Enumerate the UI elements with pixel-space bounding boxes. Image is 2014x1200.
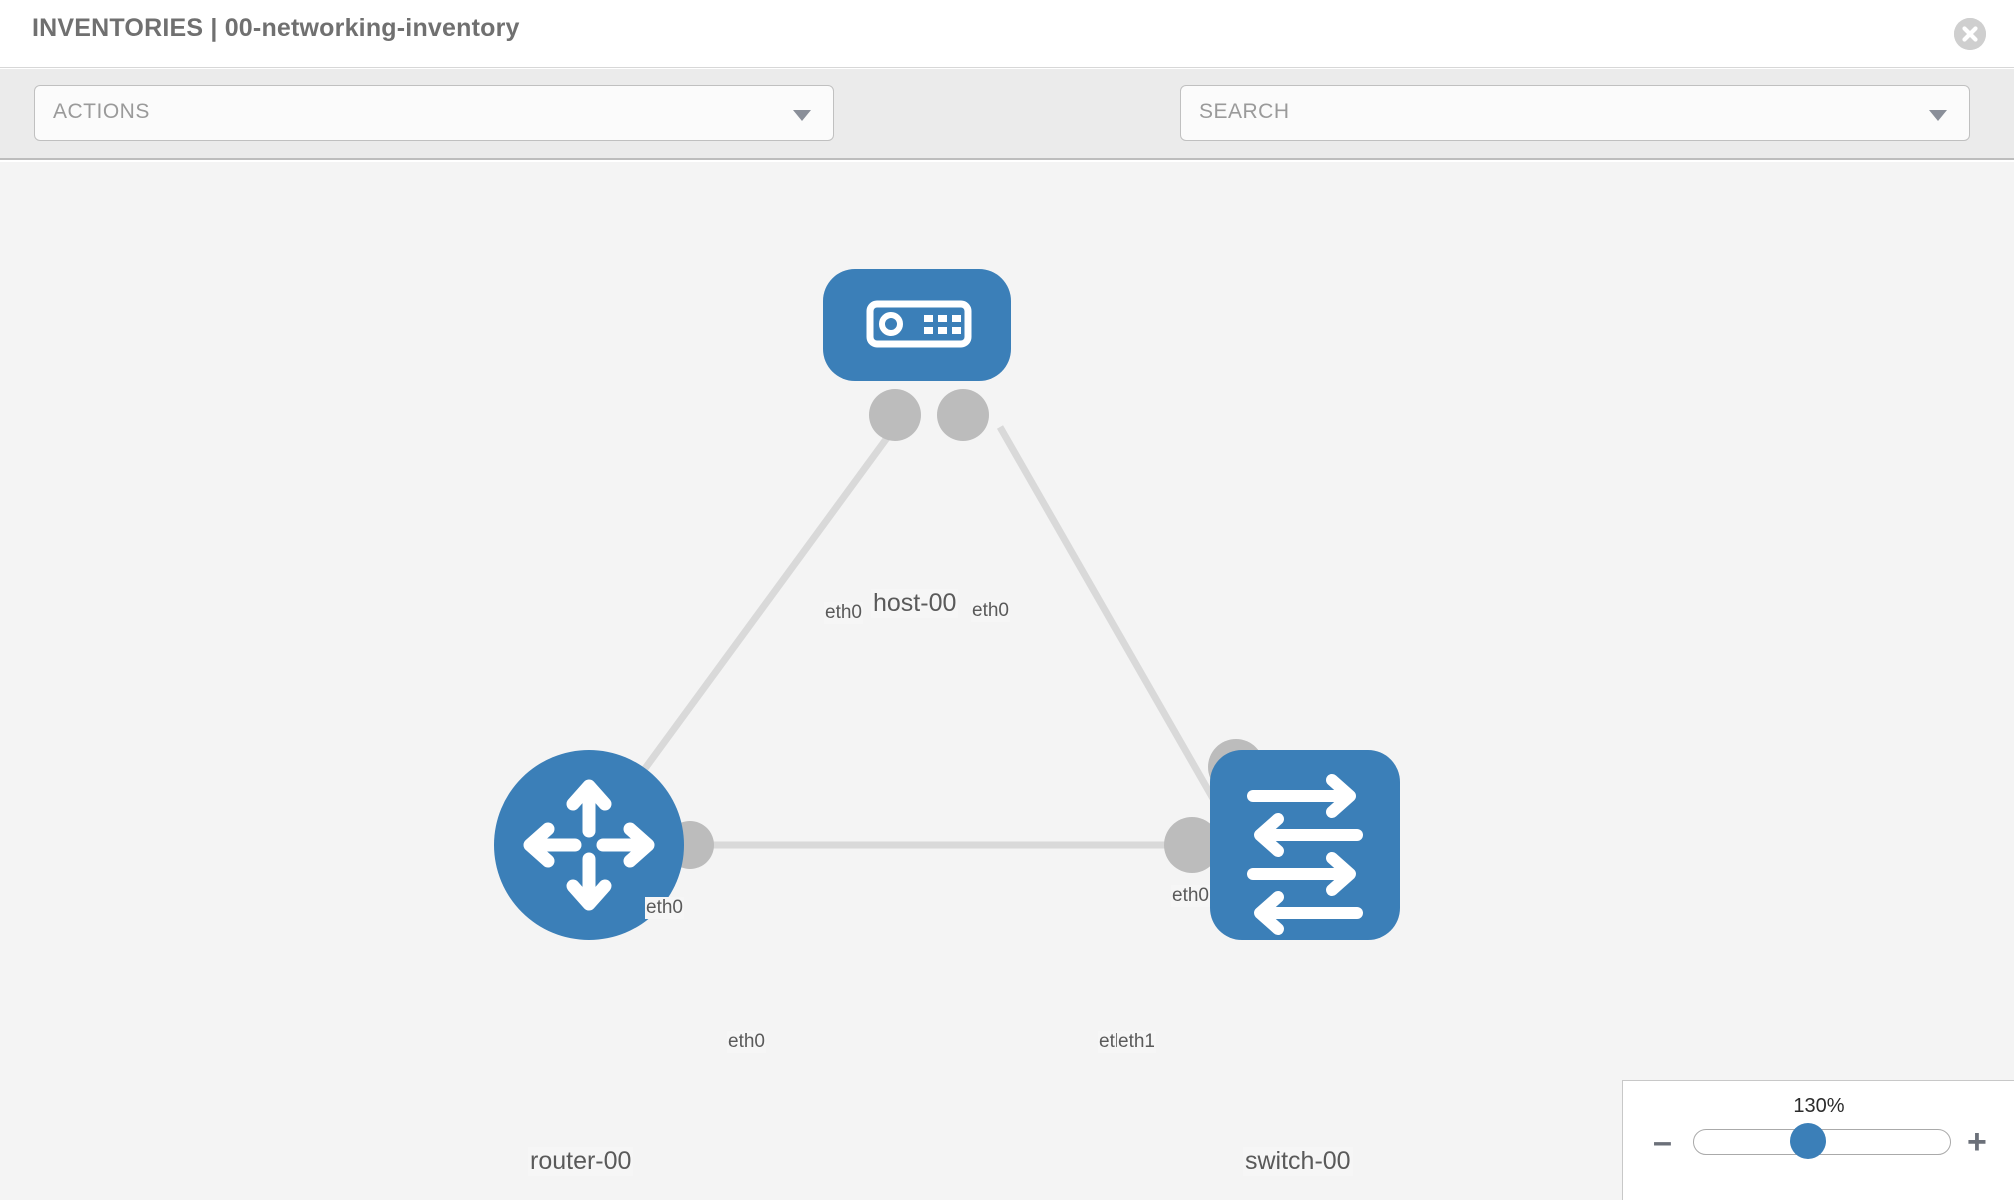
iface-label: eth1 [1117,1031,1156,1053]
port-host00-eth0-right [937,389,989,441]
zoom-level-value: 130% [1793,1095,1845,1117]
iface-label: eth0 [727,1031,766,1053]
zoom-in-button[interactable]: + [1967,1123,1987,1161]
node-label-switch-00: switch-00 [1243,1147,1353,1176]
port-switch00-eth1 [1164,817,1220,873]
topology-graph [494,269,1400,940]
page-header: INVENTORIES | 00-networking-inventory [0,0,2014,68]
iface-label: eth0 [824,602,863,624]
node-switch-00[interactable] [1210,750,1400,940]
port-host00-eth0-left [869,389,921,441]
page-title: INVENTORIES | 00-networking-inventory [32,14,520,42]
zoom-slider-thumb[interactable] [1790,1123,1826,1159]
zoom-out-button[interactable]: – [1653,1123,1672,1161]
zoom-control-panel: 130% – + [1622,1080,2014,1200]
node-label-router-00: router-00 [528,1147,634,1176]
iface-label: eth0 [971,600,1010,622]
close-icon[interactable] [1954,18,1986,50]
topology-links [586,424,1219,849]
topology-canvas[interactable]: eth0 eth0 eth0 eth0 eth0 eth0 eth1 host-… [0,162,2014,1200]
toolbar: ACTIONS SEARCH [0,69,2014,194]
node-router-00[interactable] [494,750,684,940]
node-host-00[interactable] [823,269,1011,381]
actions-dropdown[interactable]: ACTIONS [34,85,834,141]
topology-ports [666,389,1264,873]
node-label-host-00: host-00 [871,589,959,618]
actions-dropdown-label: ACTIONS [53,100,150,123]
iface-label: eth0 [645,897,684,919]
chevron-down-icon[interactable] [1929,110,1947,121]
search-placeholder: SEARCH [1199,100,1290,123]
iface-label: eth0 [1171,885,1210,907]
link-host00-switch00 [996,425,1219,804]
search-input[interactable]: SEARCH [1180,85,1970,141]
chevron-down-icon [793,110,811,121]
